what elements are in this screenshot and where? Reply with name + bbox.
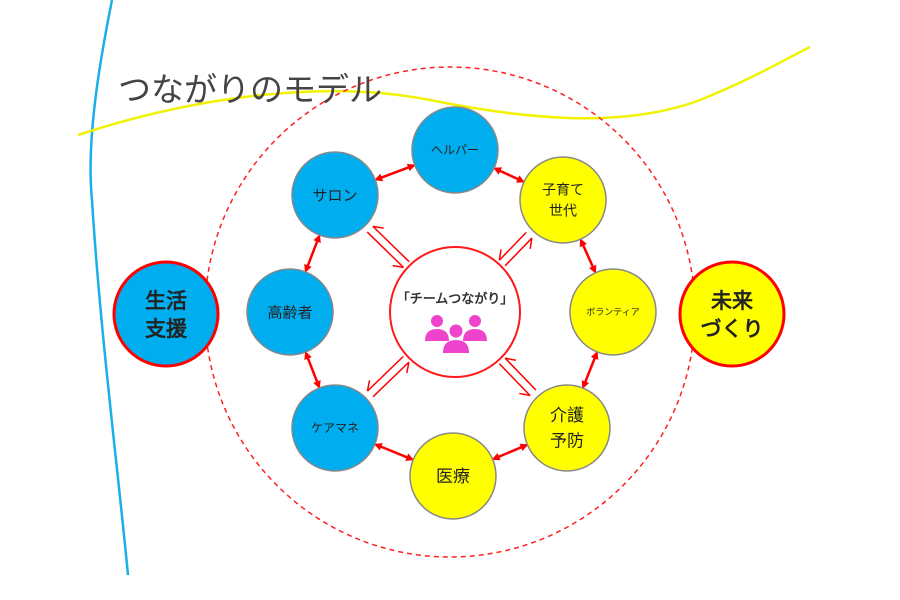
people-group-icon [425, 315, 487, 353]
node-iryo: 医療 [409, 432, 497, 520]
center-arrow [366, 355, 404, 392]
ring-arrow [491, 443, 529, 461]
right-hub-line2: づくり [701, 317, 764, 341]
node-label: サロン [312, 186, 357, 204]
node-label: 介護 [550, 406, 584, 426]
node-label: 予防 [550, 432, 584, 452]
center-arrow [372, 361, 410, 398]
page-title: つながりのモデル [118, 70, 382, 109]
center-arrow-head [406, 361, 410, 374]
ring-arrow [493, 167, 525, 183]
center-arrow-head [372, 225, 384, 229]
center-arrow-head [498, 249, 502, 261]
node-label: ボランティア [586, 307, 639, 318]
links [304, 163, 599, 461]
center-arrow-head [519, 392, 531, 397]
node-volunteer: ボランティア [569, 268, 657, 356]
node-circle [246, 268, 334, 356]
node-circle [519, 156, 607, 244]
node-label: 子育て [542, 182, 584, 198]
right-hub: 未来 づくり [678, 260, 786, 368]
yellow-curve [77, 45, 811, 137]
left-hub-line2: 支援 [145, 317, 188, 341]
center-arrow-head [529, 237, 533, 250]
node-circle [291, 384, 379, 472]
ring-arrow [581, 351, 599, 389]
node-label: ケアマネ [311, 421, 359, 435]
left-hub-line1: 生活 [145, 289, 187, 313]
ring-arrow [374, 163, 416, 182]
node-helper: ヘルパー [411, 106, 499, 194]
node-circle [409, 432, 497, 520]
left-hub: 生活 支援 [112, 260, 220, 368]
center-arrow [366, 231, 405, 268]
blue-curve [89, 0, 130, 576]
center-arrow [504, 357, 537, 391]
node-label: 医療 [436, 467, 470, 487]
center-arrow [498, 363, 531, 397]
center-arrow-head [504, 357, 517, 361]
node-koreisha: 高齢者 [246, 268, 334, 356]
ring-arrow [579, 238, 597, 274]
node-caremane: ケアマネ [291, 384, 379, 472]
center-arrow [498, 231, 527, 261]
right-hub-line1: 未来 [711, 289, 754, 313]
node-circle [523, 384, 611, 472]
center-arrow-head [392, 264, 404, 269]
center-arrow [372, 225, 410, 263]
node-circle [291, 151, 379, 239]
center-arrow-head [366, 380, 371, 392]
ring-arrow [304, 234, 321, 273]
center-label: 「チームつながり」 [397, 291, 514, 307]
center-arrow [504, 237, 533, 267]
node-label: ヘルパー [431, 143, 479, 157]
ring-arrow [304, 351, 321, 389]
node-salon: サロン [291, 151, 379, 239]
node-circle [411, 106, 499, 194]
node-label: 世代 [549, 203, 577, 219]
center-node: 「チームつながり」 [389, 246, 521, 378]
node-label: 高齢者 [267, 303, 312, 321]
node-circle [569, 268, 657, 356]
ring-arrow [373, 443, 415, 461]
